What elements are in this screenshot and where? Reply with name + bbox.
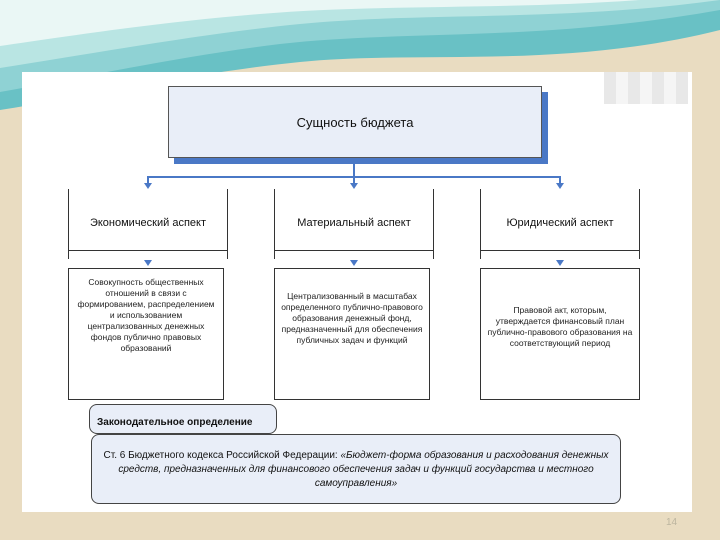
description-legal: Правовой акт, которым, утверждается фина…	[480, 268, 640, 400]
page-number: 14	[666, 517, 678, 528]
description-material-text: Централизованный в масштабах определенно…	[281, 291, 423, 345]
main-title-box: Сущность бюджета	[168, 86, 542, 158]
diagram-title: Сущность бюджета	[296, 114, 414, 130]
description-legal-text: Правовой акт, которым, утверждается фина…	[487, 305, 633, 348]
description-material: Централизованный в масштабах определенно…	[274, 268, 430, 400]
legal-definition-heading: Законодательное определение	[97, 417, 253, 428]
arrow-right	[556, 183, 564, 189]
connector-right	[559, 176, 561, 184]
legal-definition-prefix: Ст. 6 Бюджетного кодекса Российской Феде…	[103, 450, 341, 461]
legal-definition-box: Ст. 6 Бюджетного кодекса Российской Феде…	[91, 434, 621, 504]
aspect-material: Материальный аспект	[274, 189, 434, 259]
arrow-economic-desc	[144, 260, 152, 266]
blurred-logo	[604, 72, 688, 104]
connector-trunk	[353, 163, 355, 177]
legal-definition-quote: «Бюджет-форма образования и расходования…	[118, 450, 609, 489]
arrow-material-desc	[350, 260, 358, 266]
aspect-legal-label: Юридический аспект	[506, 217, 614, 229]
arrow-mid	[350, 183, 358, 189]
aspect-material-line	[275, 250, 433, 251]
aspect-economic-line	[69, 250, 227, 251]
description-economic-text: Совокупность общественных отношений в св…	[77, 277, 215, 353]
connector-mid	[353, 176, 355, 184]
aspect-material-label: Материальный аспект	[297, 217, 411, 229]
legal-definition-tab: Законодательное определение	[89, 404, 277, 434]
aspect-legal: Юридический аспект	[480, 189, 640, 259]
description-economic: Совокупность общественных отношений в св…	[68, 268, 224, 400]
aspect-economic: Экономический аспект	[68, 189, 228, 259]
aspect-legal-line	[481, 250, 639, 251]
aspect-economic-label: Экономический аспект	[89, 217, 207, 229]
arrow-left	[144, 183, 152, 189]
arrow-legal-desc	[556, 260, 564, 266]
connector-left	[147, 176, 149, 184]
